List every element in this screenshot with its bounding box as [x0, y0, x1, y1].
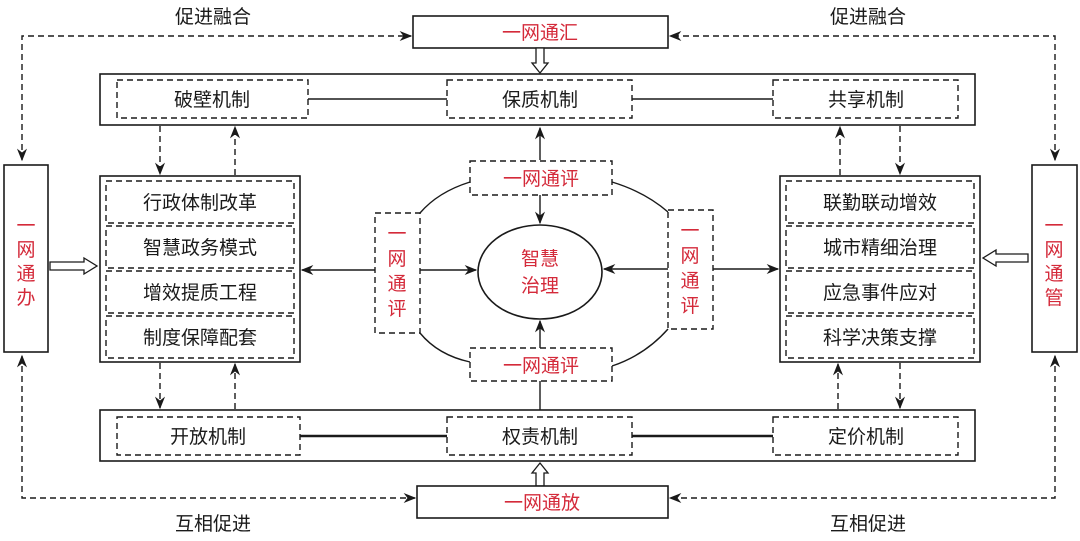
eval-left-char: 网	[387, 248, 406, 270]
right-side-char: 通	[1044, 263, 1063, 285]
eval-box-top: 一网通评	[469, 160, 613, 196]
label-promote-integration-left: 促进融合	[175, 6, 251, 28]
right-side-char: 网	[1044, 239, 1063, 261]
eval-right-char: 评	[680, 295, 699, 317]
right-panel-item: 城市精细治理	[823, 237, 937, 259]
mechanism-accountability: 权责机制	[502, 426, 578, 448]
eval-right-char: 网	[680, 245, 699, 267]
eval-top-label: 一网通评	[503, 168, 579, 190]
left-panel: 行政体制改革 智慧政务模式 增效提质工程 制度保障配套	[99, 175, 301, 363]
left-side-box-yiwangtongban: 一 网 通 办	[3, 164, 49, 353]
right-side-char: 一	[1044, 215, 1063, 237]
hollow-arrow-right-icon	[49, 256, 99, 276]
top-box-label: 一网通汇	[502, 22, 578, 44]
mechanism-sharing: 共享机制	[828, 89, 904, 111]
center-smart-governance: 智慧 治理	[477, 224, 603, 320]
right-panel-item: 联勤联动增效	[823, 192, 937, 214]
eval-right-char: 一	[680, 220, 699, 242]
right-panel: 联勤联动增效 城市精细治理 应急事件应对 科学决策支撑	[779, 175, 981, 363]
left-side-char: 一	[16, 215, 35, 237]
mechanism-breakthrough: 破壁机制	[174, 89, 250, 111]
bottom-mechanism-bar: 开放机制 权责机制 定价机制	[99, 409, 976, 462]
outer-dashed-connectors	[16, 30, 1061, 504]
right-panel-item: 应急事件应对	[823, 282, 937, 304]
left-panel-item: 行政体制改革	[143, 192, 257, 214]
hollow-arrow-up-icon	[530, 461, 550, 487]
eval-bottom-label: 一网通评	[503, 355, 579, 377]
eval-left-char: 评	[387, 298, 406, 320]
bottom-box-yiwangtongfang: 一网通放	[416, 485, 669, 519]
eval-box-bottom: 一网通评	[469, 347, 613, 382]
left-side-char: 通	[16, 263, 35, 285]
left-panel-item: 增效提质工程	[143, 282, 257, 304]
right-side-char: 管	[1044, 287, 1063, 309]
mechanism-openness: 开放机制	[170, 426, 246, 448]
right-side-box-yiwangtongguan: 一 网 通 管	[1031, 164, 1078, 353]
right-panel-item: 科学决策支撑	[823, 327, 937, 349]
hollow-arrow-down-icon	[530, 47, 550, 75]
center-label-line1: 智慧	[521, 248, 559, 270]
label-mutual-promotion-right: 互相促进	[830, 513, 906, 535]
eval-box-left: 一 网 通 评	[374, 212, 421, 334]
left-side-char: 办	[16, 287, 35, 309]
left-panel-item: 制度保障配套	[143, 327, 257, 349]
top-box-yiwangtonghui: 一网通汇	[412, 15, 669, 49]
label-promote-integration-right: 促进融合	[830, 6, 906, 28]
eval-left-char: 通	[387, 273, 406, 295]
eval-box-right: 一 网 通 评	[667, 209, 714, 330]
center-connectors	[300, 126, 780, 410]
left-side-char: 网	[16, 239, 35, 261]
mechanism-quality: 保质机制	[502, 89, 578, 111]
panel-bar-dashed-arrows	[154, 125, 906, 410]
bottom-box-label: 一网通放	[504, 492, 580, 514]
label-mutual-promotion-left: 互相促进	[175, 513, 251, 535]
mechanism-pricing: 定价机制	[828, 426, 904, 448]
center-label-line2: 治理	[521, 275, 559, 297]
left-panel-item: 智慧政务模式	[143, 237, 257, 259]
hollow-arrow-left-icon	[981, 248, 1029, 268]
eval-left-char: 一	[387, 223, 406, 245]
top-mechanism-bar: 破壁机制 保质机制 共享机制	[99, 73, 976, 126]
eval-right-char: 通	[680, 270, 699, 292]
